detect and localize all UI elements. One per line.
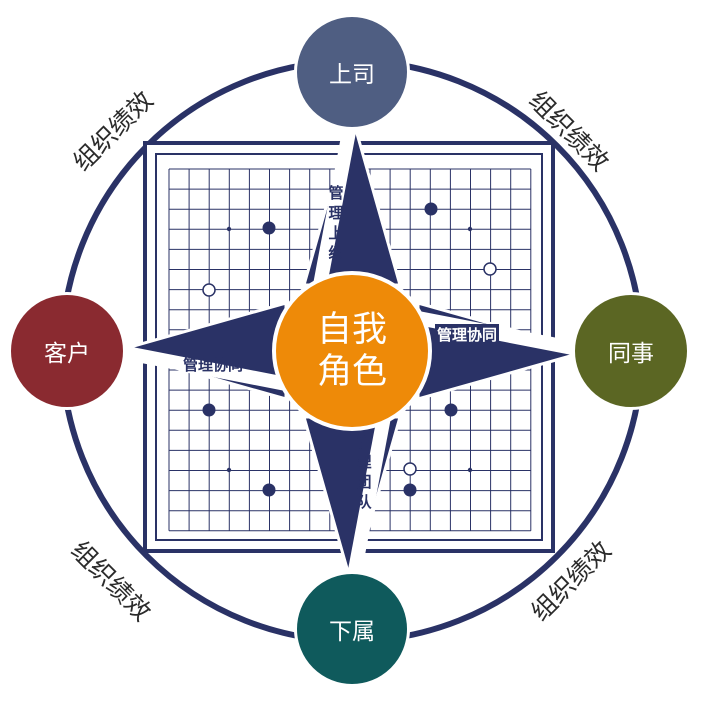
star-point <box>467 226 473 232</box>
black-stone <box>262 221 276 235</box>
node-self-role: 自我 角色 <box>272 271 432 431</box>
black-stone <box>424 202 438 216</box>
node-customer: 客户 <box>8 292 126 410</box>
black-stone <box>444 403 458 417</box>
label-manage-team: 管理团队 <box>356 433 372 511</box>
divider-up <box>313 114 359 287</box>
divider-left <box>114 344 288 391</box>
label-collab-left: 管理协同 <box>183 356 244 374</box>
star-point <box>226 467 232 473</box>
label-manage-up: 管理上级 <box>328 184 344 262</box>
star-point <box>226 226 232 232</box>
node-superior-label: 上司 <box>329 62 375 88</box>
node-customer-label: 客户 <box>44 341 90 367</box>
node-colleague: 同事 <box>572 292 690 410</box>
black-stone <box>262 483 276 497</box>
node-colleague-label: 同事 <box>608 341 654 367</box>
center-label-line1: 自我 <box>316 310 387 350</box>
white-stone <box>202 283 216 297</box>
divider-right <box>416 311 590 358</box>
divider-down <box>345 415 391 588</box>
black-stone <box>403 483 417 497</box>
label-collab-right: 管理协同 <box>435 324 500 345</box>
center-label-line2: 角色 <box>316 352 387 392</box>
node-subordinate: 下属 <box>294 571 410 687</box>
black-stone <box>202 403 216 417</box>
node-superior: 上司 <box>294 14 410 130</box>
go-stones <box>202 202 497 497</box>
star-point <box>467 467 473 473</box>
white-stone <box>403 462 417 476</box>
node-subordinate-label: 下属 <box>329 619 375 645</box>
white-stone <box>483 262 497 276</box>
